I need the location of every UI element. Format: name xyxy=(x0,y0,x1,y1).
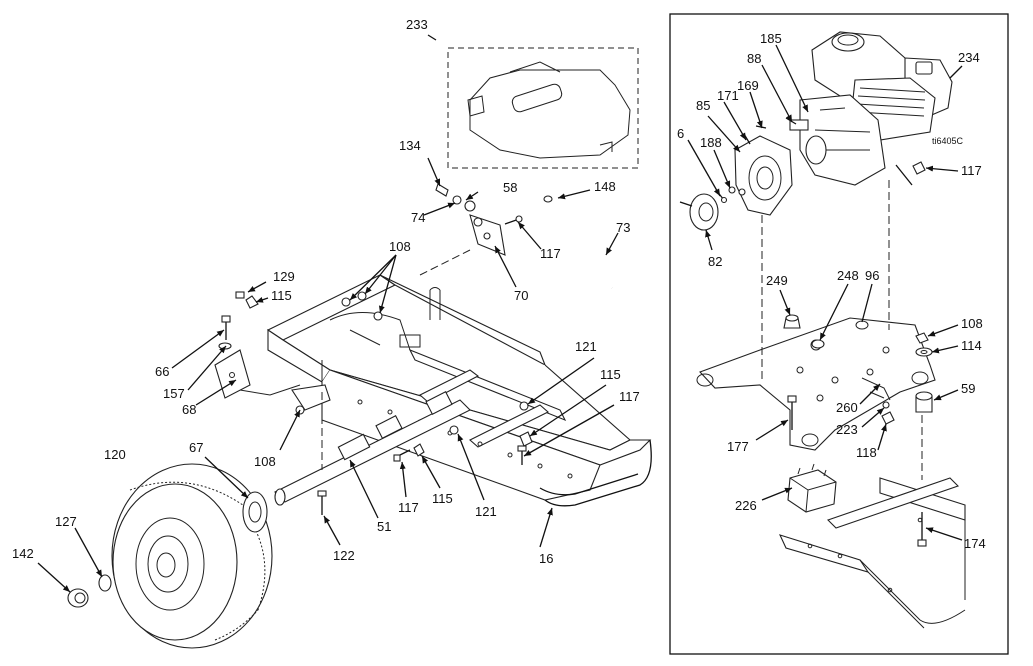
callout-117-axle: 117 xyxy=(398,500,419,515)
callout-118: 118 xyxy=(856,445,877,460)
inset-frame-section xyxy=(778,477,966,629)
nuts-108-top xyxy=(341,291,383,321)
fitting-134 xyxy=(435,183,476,212)
washer-188 xyxy=(728,186,736,194)
bolt-122 xyxy=(317,490,327,515)
callout-82: 82 xyxy=(708,254,722,269)
callout-169: 169 xyxy=(737,78,759,93)
callout-233: 233 xyxy=(406,17,428,32)
callout-85: 85 xyxy=(696,98,710,113)
callout-70: 70 xyxy=(514,288,528,303)
callout-66: 66 xyxy=(155,364,169,379)
callout-108-foot: 108 xyxy=(254,454,276,469)
grommet-249 xyxy=(783,314,801,329)
leader-lines-left xyxy=(37,34,619,593)
bolt-117-rail xyxy=(517,445,527,465)
isolator-59 xyxy=(915,391,933,413)
bolt-174 xyxy=(917,512,927,547)
callout-174: 174 xyxy=(964,536,986,551)
cover-plate-233 xyxy=(447,47,639,169)
screw-129 xyxy=(235,291,259,309)
nut-115-axle xyxy=(413,443,425,457)
callout-127: 127 xyxy=(55,514,77,529)
nut-248 xyxy=(811,339,825,349)
nut-115-rail xyxy=(519,431,533,447)
callout-121-rail: 121 xyxy=(575,339,597,354)
callout-108-plate: 108 xyxy=(961,316,983,331)
screw-177 xyxy=(787,395,797,430)
callout-73: 73 xyxy=(616,220,630,235)
washer-114 xyxy=(915,347,933,357)
bracket-70 xyxy=(469,214,506,256)
coupler-82 xyxy=(679,193,719,231)
callout-185: 185 xyxy=(760,31,782,46)
callout-129: 129 xyxy=(273,269,295,284)
mounting-plate-96 xyxy=(696,317,936,451)
nut-108-plate xyxy=(915,332,929,344)
hub-67 xyxy=(242,491,268,533)
callout-117-rail: 117 xyxy=(619,389,640,404)
box-226 xyxy=(787,463,837,513)
callout-74: 74 xyxy=(411,210,425,225)
bolt-117-axle xyxy=(393,449,411,462)
clip-260 xyxy=(861,377,891,401)
wheel-120 xyxy=(111,463,273,649)
callout-148: 148 xyxy=(594,179,616,194)
leader-lines-right xyxy=(687,44,963,541)
hose-148 xyxy=(543,195,615,290)
callout-122: 122 xyxy=(333,548,355,563)
washer-223 xyxy=(882,401,890,409)
callout-88: 88 xyxy=(747,51,761,66)
callout-labels: 233 134 58 74 148 73 117 70 108 129 115 … xyxy=(12,17,986,566)
callout-68: 68 xyxy=(182,402,196,417)
callout-120: 120 xyxy=(104,447,126,462)
callout-67: 67 xyxy=(189,440,203,455)
cap-142 xyxy=(67,588,89,608)
callout-260: 260 xyxy=(836,400,858,415)
washer-127 xyxy=(98,574,112,592)
callout-142: 142 xyxy=(12,546,34,561)
callout-188: 188 xyxy=(700,135,722,150)
callout-248: 248 xyxy=(837,268,859,283)
nut-121-rail xyxy=(519,401,529,411)
callout-223: 223 xyxy=(836,422,858,437)
bolt-117-engine xyxy=(912,161,926,175)
callout-16: 16 xyxy=(539,551,553,566)
callout-171: 171 xyxy=(717,88,739,103)
nut-121-lower xyxy=(449,425,459,435)
callout-96: 96 xyxy=(865,268,879,283)
axle-51 xyxy=(274,391,471,506)
callout-51: 51 xyxy=(377,519,391,534)
callout-108-top: 108 xyxy=(389,239,411,254)
callout-6: 6 xyxy=(677,126,684,141)
callout-234: 234 xyxy=(958,50,980,65)
callout-134: 134 xyxy=(399,138,421,153)
callout-58: 58 xyxy=(503,180,517,195)
callout-121-lower: 121 xyxy=(475,504,497,519)
callout-114: 114 xyxy=(961,338,982,353)
callout-59: 59 xyxy=(961,381,975,396)
adapter-85 xyxy=(734,135,793,216)
callout-249: 249 xyxy=(766,273,788,288)
nut-118 xyxy=(881,411,895,425)
callout-117-bracket: 117 xyxy=(540,246,561,261)
callout-226: 226 xyxy=(735,498,757,513)
callout-177: 177 xyxy=(727,439,749,454)
bracket-68 xyxy=(214,349,301,399)
callout-115-rail: 115 xyxy=(600,367,621,382)
figure-id: ti6405C xyxy=(932,136,964,146)
callout-117-engine: 117 xyxy=(961,163,982,178)
callout-115-bracket: 115 xyxy=(271,288,292,303)
cart-frame-16 xyxy=(266,274,652,507)
callout-115-axle: 115 xyxy=(432,491,453,506)
callout-157: 157 xyxy=(163,386,185,401)
engine-234 xyxy=(789,31,953,186)
engine-inset-frame xyxy=(669,13,1009,655)
